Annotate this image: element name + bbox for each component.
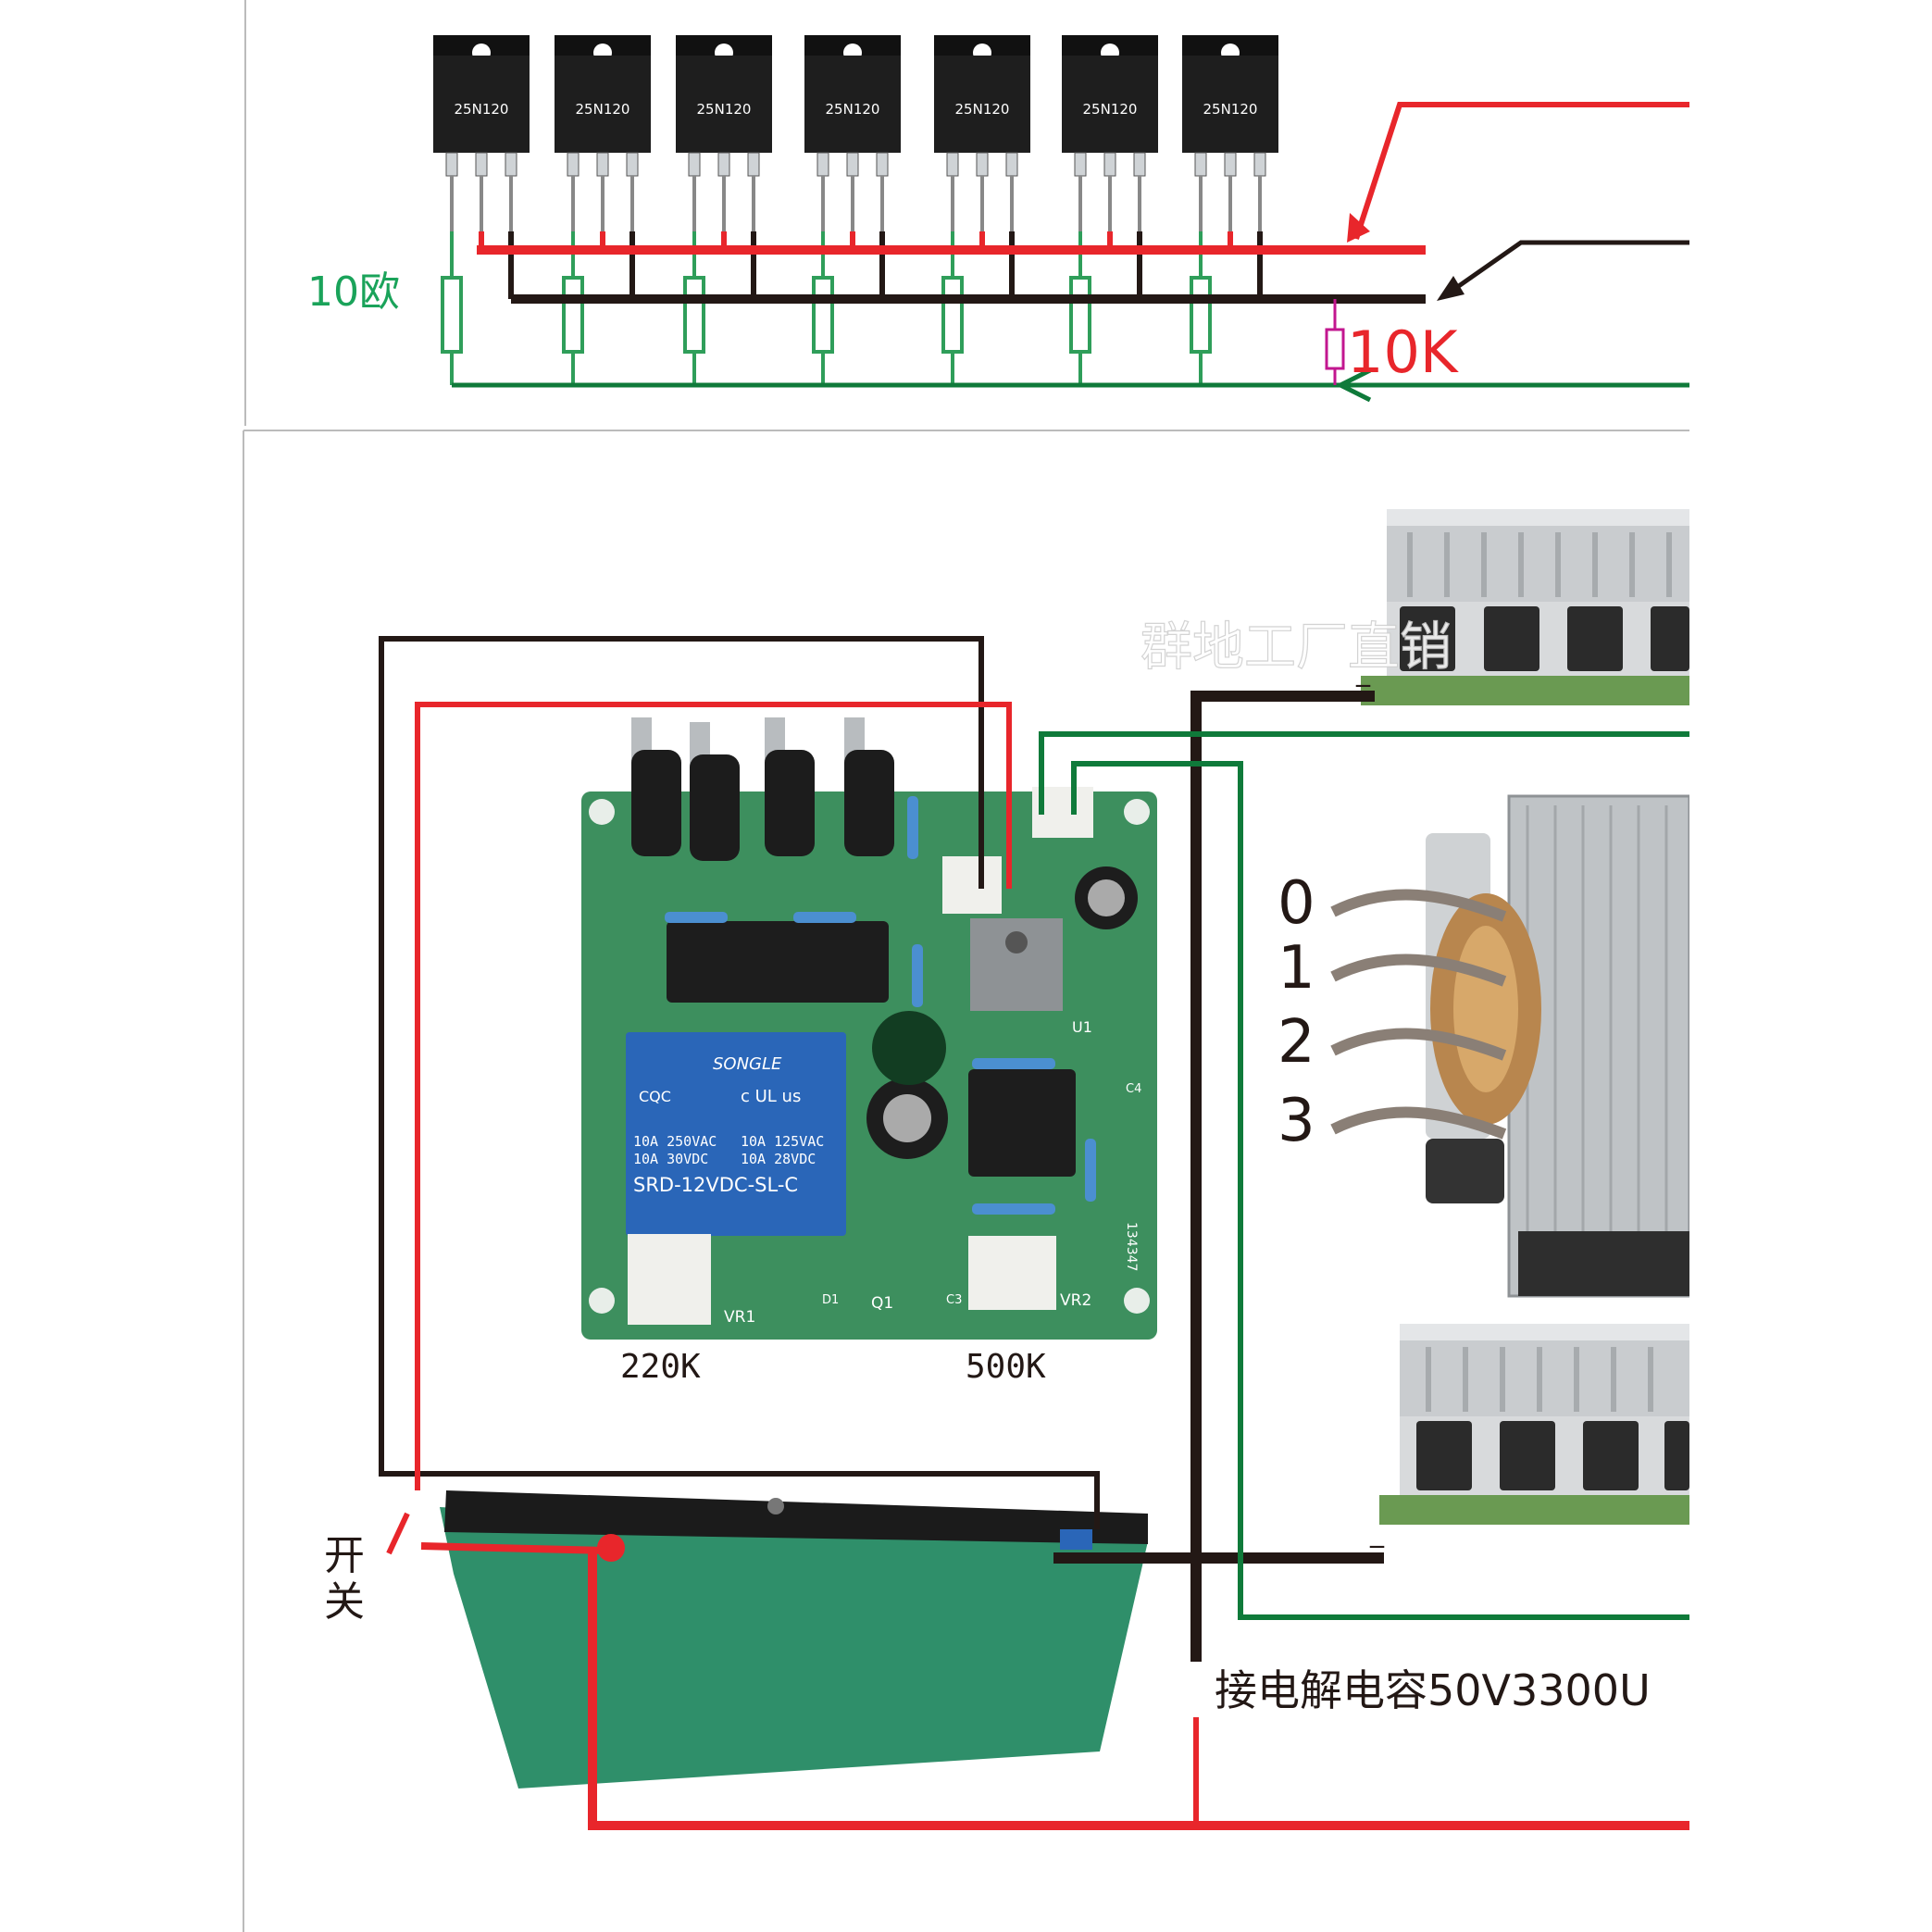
ic-14pin [667, 921, 889, 1003]
pot2-value-label: 500K [966, 1348, 1046, 1386]
green-arrow-head [1335, 368, 1372, 403]
transformer-lead [1330, 889, 1507, 922]
switch-lever [386, 1512, 410, 1555]
silk-c4: C4 [1126, 1082, 1141, 1096]
minus-mark-bottom: _ [1369, 1516, 1385, 1549]
igbt-part-label: 25N120 [955, 101, 1010, 118]
watermark: 群地工厂直销 [1141, 617, 1452, 678]
black-arrow-head [1437, 276, 1465, 301]
igbt-part-label: 25N120 [1203, 101, 1258, 118]
silk-vr1: VR1 [724, 1308, 755, 1327]
transformer-lead [1330, 954, 1507, 987]
igbt-part-label: 25N120 [697, 101, 752, 118]
silk-vr2: VR2 [1060, 1291, 1091, 1310]
switch-label: 关 [324, 1578, 365, 1626]
silk-q1: Q1 [871, 1294, 893, 1313]
igbt-part-label: 25N120 [576, 101, 630, 118]
igbt-transistor: 25N120 [804, 35, 901, 299]
silk-d1: D1 [822, 1293, 839, 1307]
red-input-arrow [1353, 102, 1689, 240]
battery-negative-terminal [1060, 1529, 1092, 1550]
negative-wire [379, 636, 1100, 1529]
pulldown-resistor [1325, 328, 1345, 370]
relay-brand: SONGLE [713, 1054, 782, 1074]
transformer-tap-labels: 012 3 [1278, 869, 1315, 1155]
pulldown-resistor-label: 10K [1347, 318, 1459, 386]
silk-board-code: 134347 [1124, 1222, 1139, 1271]
transformer-tap-label: 3 [1278, 1087, 1315, 1155]
relay-model: SRD-12VDC-SL-C [633, 1174, 798, 1196]
relay-cert: CQC [639, 1088, 671, 1105]
heatsink-top [1361, 509, 1689, 705]
igbt-transistor: 25N120 [1062, 35, 1158, 299]
igbt-part-label: 25N120 [1083, 101, 1138, 118]
connector-vr1 [628, 1234, 711, 1325]
switch-label: 开 [324, 1532, 365, 1579]
black-input-arrow [1442, 240, 1689, 299]
igbt-transistor: 25N120 [555, 35, 651, 299]
red-arrow-head [1347, 213, 1370, 243]
relay [626, 1032, 846, 1236]
relay-ul: c UL us [741, 1087, 801, 1106]
board-mosfets [631, 717, 894, 861]
relay-rating: 10A 30VDC [633, 1151, 708, 1167]
gate-resistor [441, 231, 463, 385]
transformer-lead [1330, 1106, 1507, 1140]
igbt-part-label: 25N120 [826, 101, 880, 118]
silk-c3: C3 [946, 1293, 962, 1307]
igbt-transistor: 25N120 [433, 35, 530, 299]
heatsink-bottom [1379, 1324, 1689, 1525]
main-negative-riser [1190, 691, 1375, 1662]
minus-mark-top: _ [1355, 655, 1371, 688]
transformer-tap-label: 1 [1278, 934, 1315, 1003]
transformer-lead [1330, 1028, 1507, 1061]
panel-frame [243, 0, 1689, 1932]
transformer-tap-label: 0 [1278, 869, 1315, 938]
top-schematic: 25N120 25N120 25N120 25N120 25N120 25N120 25N1… [307, 35, 1689, 403]
transformer-tap-label: 2 [1278, 1008, 1315, 1077]
main-positive-wire [588, 1548, 1689, 1830]
battery-positive-terminal [597, 1534, 625, 1562]
relay-rating: 10A 125VAC [741, 1133, 824, 1150]
igbt-transistor: 25N120 [676, 35, 772, 299]
control-board: SONGLE CQC c UL us 10A 250VAC 10A 125VAC… [581, 717, 1157, 1386]
igbt-transistor: 25N120 [1182, 35, 1278, 299]
connector-vr2 [968, 1236, 1056, 1310]
transformer-leads [1330, 889, 1507, 1140]
capacitor-note: 接电解电容50V3300U [1215, 1665, 1651, 1715]
pot1-value-label: 220K [620, 1348, 701, 1386]
igbt-transistor: 25N120 [934, 35, 1030, 299]
battery [440, 1490, 1148, 1789]
relay-rating: 10A 250VAC [633, 1133, 717, 1150]
gate-resistor-label: 10欧 [307, 268, 400, 316]
signal-wire-2 [1071, 761, 1689, 1620]
silk-u1: U1 [1072, 1018, 1092, 1036]
positive-wire [415, 702, 1012, 1490]
igbt-part-label: 25N120 [455, 101, 509, 118]
relay-rating: 10A 28VDC [741, 1151, 816, 1167]
ic-8pin [968, 1069, 1076, 1177]
connector-power [942, 856, 1002, 914]
signal-wire-1 [1039, 731, 1689, 815]
igbt-row: 25N120 25N120 25N120 25N120 25N120 25N120 25N1… [433, 35, 1278, 299]
right-margin [1689, 0, 1932, 1932]
wiring: 开 关 _ _ [324, 636, 1689, 1830]
